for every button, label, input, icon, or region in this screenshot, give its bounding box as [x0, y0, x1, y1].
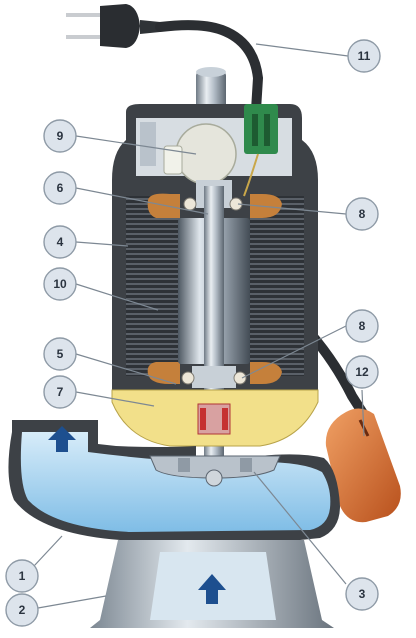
upper-bearing-ball-left	[183, 197, 197, 211]
callout-8-upper: 8	[345, 197, 379, 231]
leader-4	[75, 241, 129, 247]
callout-circle	[347, 39, 381, 73]
leader-2	[37, 595, 107, 609]
impeller-vane-2	[240, 458, 252, 472]
lower-bearing-ball-right	[233, 371, 247, 385]
impeller-nut	[205, 469, 223, 487]
connector-slot-2	[264, 114, 270, 146]
inflow-arrow-lower	[198, 574, 226, 604]
seal-ring-left	[200, 408, 206, 430]
leader-6	[75, 187, 209, 215]
inflow-arrow-upper	[48, 426, 76, 452]
power-cable	[155, 20, 264, 115]
callout-label: 1	[19, 569, 26, 583]
leader-10	[75, 283, 159, 311]
callout-12: 12	[345, 355, 379, 389]
callout-label: 6	[57, 181, 64, 195]
impeller-vane-1	[178, 458, 190, 472]
plug-body	[100, 4, 140, 48]
leader-8b	[241, 325, 347, 379]
callout-10: 10	[43, 267, 77, 301]
callout-circle	[43, 375, 77, 409]
water-volume	[20, 432, 331, 532]
callout-circle	[5, 559, 39, 593]
callout-label: 11	[358, 49, 371, 63]
callout-label: 5	[57, 347, 64, 361]
callout-circle	[43, 119, 77, 153]
power-plug	[66, 4, 160, 48]
capacitor-terminal	[163, 145, 183, 175]
callout-circle	[5, 593, 39, 627]
plug-neck	[140, 20, 160, 34]
leader-3	[253, 471, 347, 585]
callout-circle	[345, 309, 379, 343]
leader-7	[75, 391, 155, 407]
plug-pin-bottom	[66, 35, 104, 39]
callout-label: 12	[355, 365, 369, 379]
top-cap-bolt	[140, 122, 156, 166]
callout-8-lower: 8	[345, 309, 379, 343]
float-switch	[325, 408, 401, 523]
lifting-handle-top	[196, 67, 226, 77]
callout-label: 7	[57, 385, 64, 399]
callout-circle	[345, 577, 379, 611]
leader-1	[33, 535, 63, 567]
leader-9	[75, 135, 197, 155]
callout-7: 7	[43, 375, 77, 409]
callout-label: 2	[19, 603, 26, 617]
callout-label: 3	[359, 587, 366, 601]
seal-ring-right	[222, 408, 228, 430]
lower-bearing	[192, 366, 236, 388]
callout-circle	[43, 337, 77, 371]
callout-circle	[345, 355, 379, 389]
callout-6: 6	[43, 171, 77, 205]
winding-bottom-right	[250, 362, 282, 384]
capacitor	[175, 123, 237, 185]
callout-circle	[345, 197, 379, 231]
callout-3: 3	[345, 577, 379, 611]
callout-label: 10	[53, 277, 67, 291]
callout-label: 4	[57, 235, 64, 249]
cable-connector	[244, 104, 278, 154]
callout-4: 4	[43, 225, 77, 259]
callout-circle	[43, 171, 77, 205]
stator-right	[250, 196, 304, 376]
callout-circle	[43, 267, 77, 301]
callout-9: 9	[43, 119, 77, 153]
callout-5: 5	[43, 337, 77, 371]
connector-wire	[243, 153, 259, 197]
stator-left	[126, 196, 180, 376]
callout-11: 11	[347, 39, 381, 73]
callout-label: 8	[359, 207, 366, 221]
callout-label: 9	[57, 129, 64, 143]
callout-label: 8	[359, 319, 366, 333]
plug-pin-top	[66, 13, 104, 17]
callout-2: 2	[5, 593, 39, 627]
lower-bearing-ball-left	[181, 371, 195, 385]
leader-8a	[237, 203, 347, 215]
connector-slot-1	[252, 114, 258, 146]
leader-11	[255, 43, 349, 57]
callout-1: 1	[5, 559, 39, 593]
leader-5	[75, 353, 177, 385]
leader-12	[361, 389, 365, 437]
callout-circle	[43, 225, 77, 259]
